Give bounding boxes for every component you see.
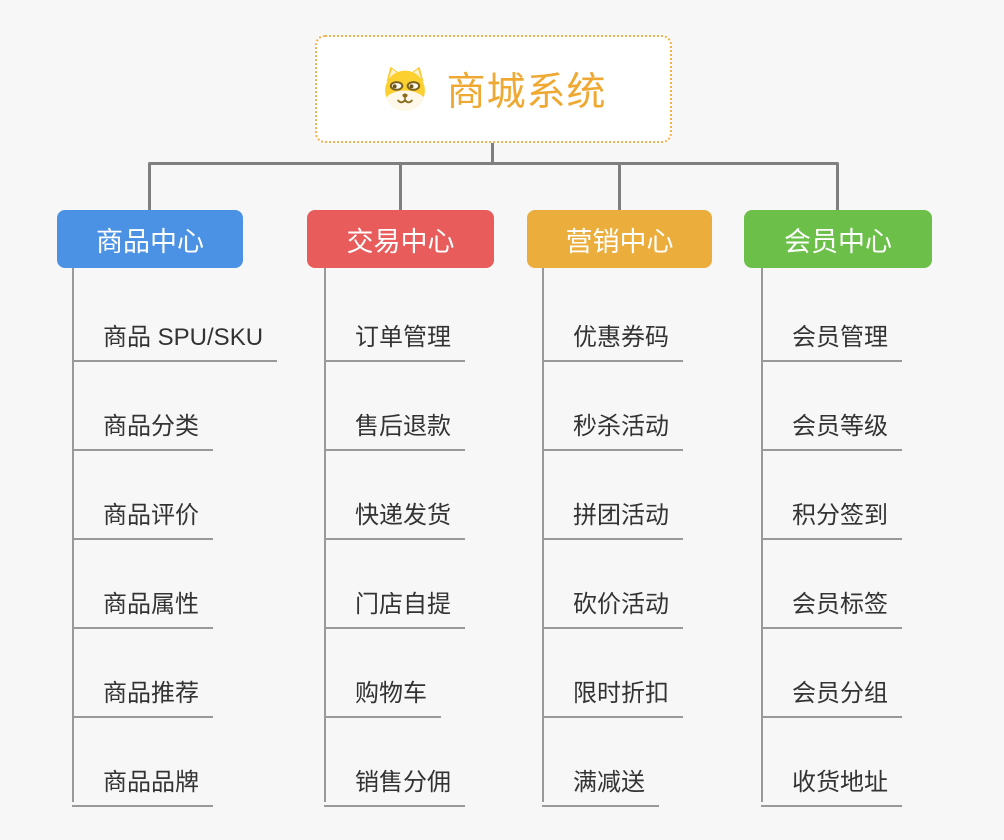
connector-root-stem <box>491 143 494 163</box>
connector-trunk-marketing <box>542 268 544 802</box>
leaf-node[interactable]: 商品属性 <box>72 584 213 629</box>
connector-trunk-product <box>72 268 74 802</box>
connector-stem-product <box>148 164 151 210</box>
branch-node-marketing-center[interactable]: 营销中心 <box>527 210 712 268</box>
connector-trunk-member <box>761 268 763 802</box>
connector-stem-member <box>836 164 839 210</box>
leaf-node[interactable]: 销售分佣 <box>324 762 465 807</box>
branch-node-product-center[interactable]: 商品中心 <box>57 210 243 268</box>
leaf-node[interactable]: 会员等级 <box>761 406 902 451</box>
leaf-node[interactable]: 商品 SPU/SKU <box>72 317 278 362</box>
connector-horizontal <box>148 162 839 165</box>
leaf-node[interactable]: 满减送 <box>542 762 659 807</box>
leaf-node[interactable]: 砍价活动 <box>542 584 683 629</box>
leaf-node[interactable]: 快递发货 <box>324 495 465 540</box>
branch-node-member-center[interactable]: 会员中心 <box>744 210 932 268</box>
leaf-node[interactable]: 收货地址 <box>761 762 902 807</box>
connector-stem-trade <box>399 164 402 210</box>
leaf-node[interactable]: 商品品牌 <box>72 762 213 807</box>
leaf-node[interactable]: 秒杀活动 <box>542 406 683 451</box>
leaf-node[interactable]: 商品推荐 <box>72 673 213 718</box>
leaf-node[interactable]: 购物车 <box>324 673 441 718</box>
root-node-mall-system[interactable]: 商城系统 <box>315 35 672 143</box>
leaf-node[interactable]: 会员分组 <box>761 673 902 718</box>
leaf-node[interactable]: 积分签到 <box>761 495 902 540</box>
connector-stem-marketing <box>618 164 621 210</box>
leaf-node[interactable]: 商品评价 <box>72 495 213 540</box>
leaf-node[interactable]: 商品分类 <box>72 406 213 451</box>
leaf-node[interactable]: 优惠券码 <box>542 317 683 362</box>
leaf-node[interactable]: 拼团活动 <box>542 495 683 540</box>
root-node-title: 商城系统 <box>446 71 607 114</box>
leaf-node[interactable]: 限时折扣 <box>542 673 683 718</box>
leaf-node[interactable]: 会员标签 <box>761 584 902 629</box>
branch-node-trade-center[interactable]: 交易中心 <box>307 210 494 268</box>
leaf-node[interactable]: 会员管理 <box>761 317 902 362</box>
connector-trunk-trade <box>324 268 326 802</box>
leaf-node[interactable]: 门店自提 <box>324 584 465 629</box>
leaf-node[interactable]: 售后退款 <box>324 406 465 451</box>
leaf-node[interactable]: 订单管理 <box>324 317 465 362</box>
doge-icon <box>380 66 430 112</box>
